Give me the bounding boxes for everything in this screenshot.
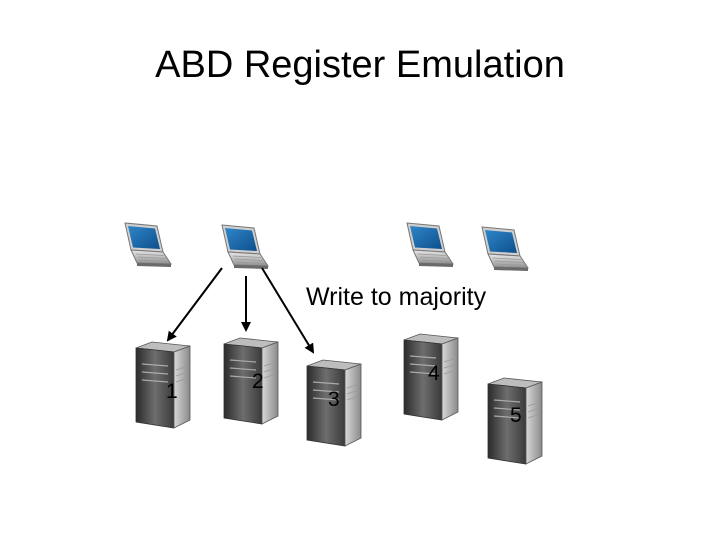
slide-title: ABD Register Emulation: [155, 44, 565, 86]
server-tower-icon: [135, 341, 191, 429]
laptop-icon: [221, 224, 269, 269]
write-majority-caption: Write to majority: [306, 283, 487, 311]
server-label: 5: [510, 404, 522, 427]
server-tower-icon: [223, 337, 279, 425]
laptop-icon: [481, 226, 529, 271]
server-tower-icon: [487, 377, 543, 465]
server-tower-icon: [306, 359, 362, 447]
server-label: 4: [428, 362, 440, 385]
server-label: 1: [166, 380, 178, 403]
write-arrow-to-server-1: [166, 267, 223, 342]
write-arrow-to-server-3: [261, 267, 315, 354]
laptop-icon: [124, 222, 172, 267]
server-tower-icon: [403, 333, 459, 421]
server-label: 2: [252, 370, 264, 393]
laptop-icon: [406, 222, 454, 267]
server-label: 3: [328, 388, 340, 411]
